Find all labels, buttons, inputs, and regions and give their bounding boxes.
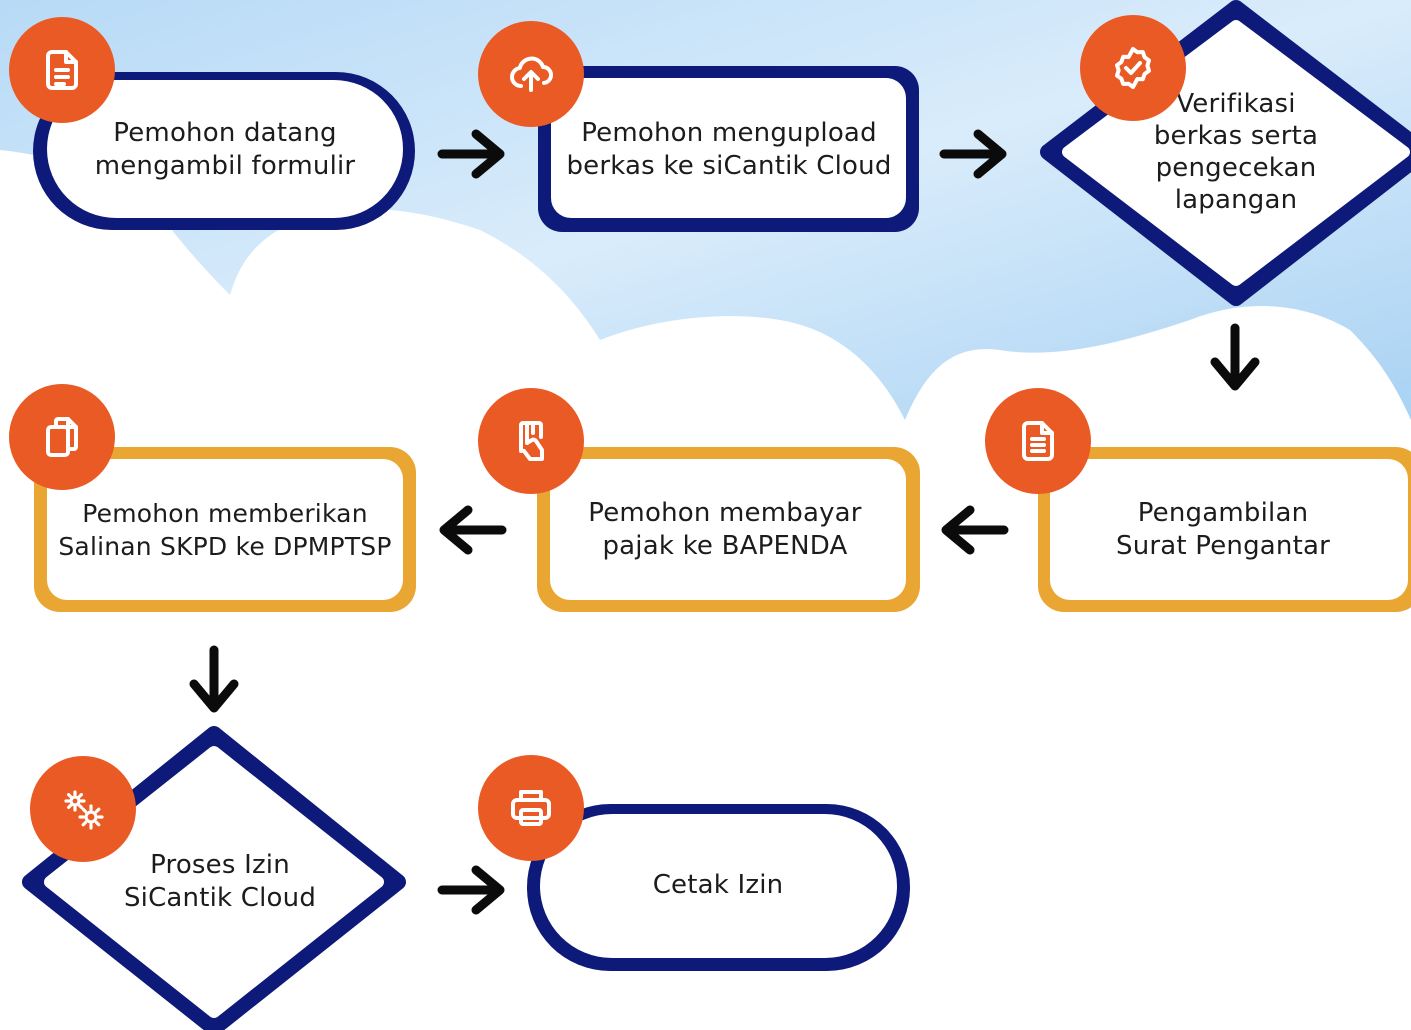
verified-badge-icon [1115,47,1151,89]
printer-icon [511,790,551,826]
badge-step-8 [478,755,584,861]
step-4-text: Pengambilan Surat Pengantar [1115,498,1331,561]
badge-step-6 [9,384,115,490]
step-7-text: Proses Izin SiCantik Cloud [123,850,317,913]
document-icon [1022,421,1054,461]
arrow-right-1 [437,129,505,179]
step-8-text: Cetak Izin [652,869,784,900]
gears-icon [64,790,104,830]
document-icon [46,50,78,90]
arrow-left-1 [941,505,1009,555]
arrow-down-1 [1210,323,1260,391]
badge-step-7 [30,756,136,862]
step-6-text: Pemohon memberikan Salinan SKPD ke DPMPT… [58,499,392,561]
arrow-left-2 [439,505,507,555]
badge-step-2 [478,21,584,127]
badge-step-3 [1080,15,1186,121]
step-3-text: Verifikasi berkas serta pengecekan lapan… [1153,89,1319,215]
step-1-text: Pemohon datang mengambil formulir [94,118,356,181]
step-2-text: Pemohon mengupload berkas ke siCantik Cl… [566,118,892,181]
cloud-upload-icon [510,56,553,92]
arrow-right-3 [437,865,505,915]
copy-icon [46,417,78,457]
step-5-text: Pemohon membayar pajak ke BAPENDA [588,498,862,561]
card-payment-icon [519,421,544,461]
badge-step-4 [985,388,1091,494]
badge-step-1 [9,17,115,123]
arrow-right-2 [939,129,1007,179]
arrow-down-2 [189,645,239,713]
badge-step-5 [478,388,584,494]
